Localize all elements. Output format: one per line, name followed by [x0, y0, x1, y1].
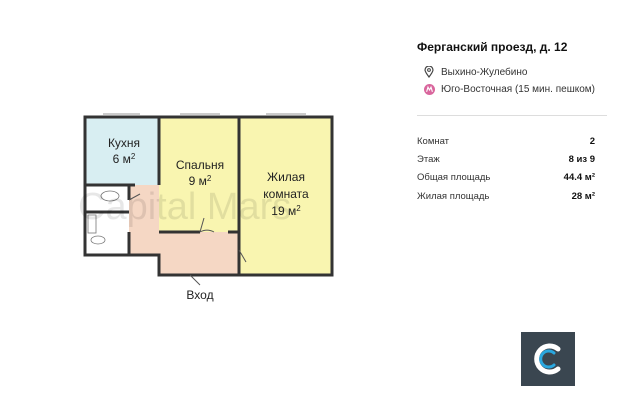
capital-mars-logo-icon: [521, 332, 575, 386]
district-name: Выхино-Жулебино: [441, 66, 528, 78]
watermark: Capital Mars: [78, 186, 292, 228]
living-room: [239, 117, 332, 275]
kitchen-room: [85, 117, 159, 185]
floor-plan: Кухня 6 м2 Спальня 9 м2 Жилая комната 19…: [83, 113, 334, 302]
metro-station: Юго-Восточная (15 мин. пешком): [441, 83, 595, 95]
living-area: 19 м2: [271, 204, 301, 218]
info-divider: [417, 115, 607, 116]
plan-doors: [128, 193, 247, 286]
detail-row-total-area: Общая площадь 44.4 м²: [417, 172, 595, 183]
corridor: [129, 185, 239, 275]
bedroom-name: Спальня: [176, 158, 224, 172]
bedroom-room: [159, 117, 239, 232]
detail-row-rooms: Комнат 2: [417, 136, 595, 147]
district-row: Выхино-Жулебино: [423, 66, 527, 78]
location-pin-icon: [423, 66, 435, 78]
listing-address: Ферганский проезд, д. 12: [417, 40, 568, 54]
metro-icon: [423, 83, 435, 95]
kitchen-name: Кухня: [108, 136, 140, 150]
listing-info-panel: Ферганский проезд, д. 12 Выхино-Жулебино…: [417, 0, 607, 417]
detail-row-floor: Этаж 8 из 9: [417, 154, 595, 165]
metro-row: Юго-Восточная (15 мин. пешком): [423, 83, 595, 95]
bathroom-fixtures: [87, 190, 120, 245]
living-name-line1: Жилая: [267, 170, 305, 184]
living-name-line2: комната: [263, 187, 309, 201]
entrance-label: Вход: [186, 288, 213, 302]
bedroom-area: 9 м2: [189, 174, 212, 188]
kitchen-area: 6 м2: [113, 152, 136, 166]
plan-walls: [83, 115, 334, 277]
detail-row-living-area: Жилая площадь 28 м²: [417, 191, 595, 202]
